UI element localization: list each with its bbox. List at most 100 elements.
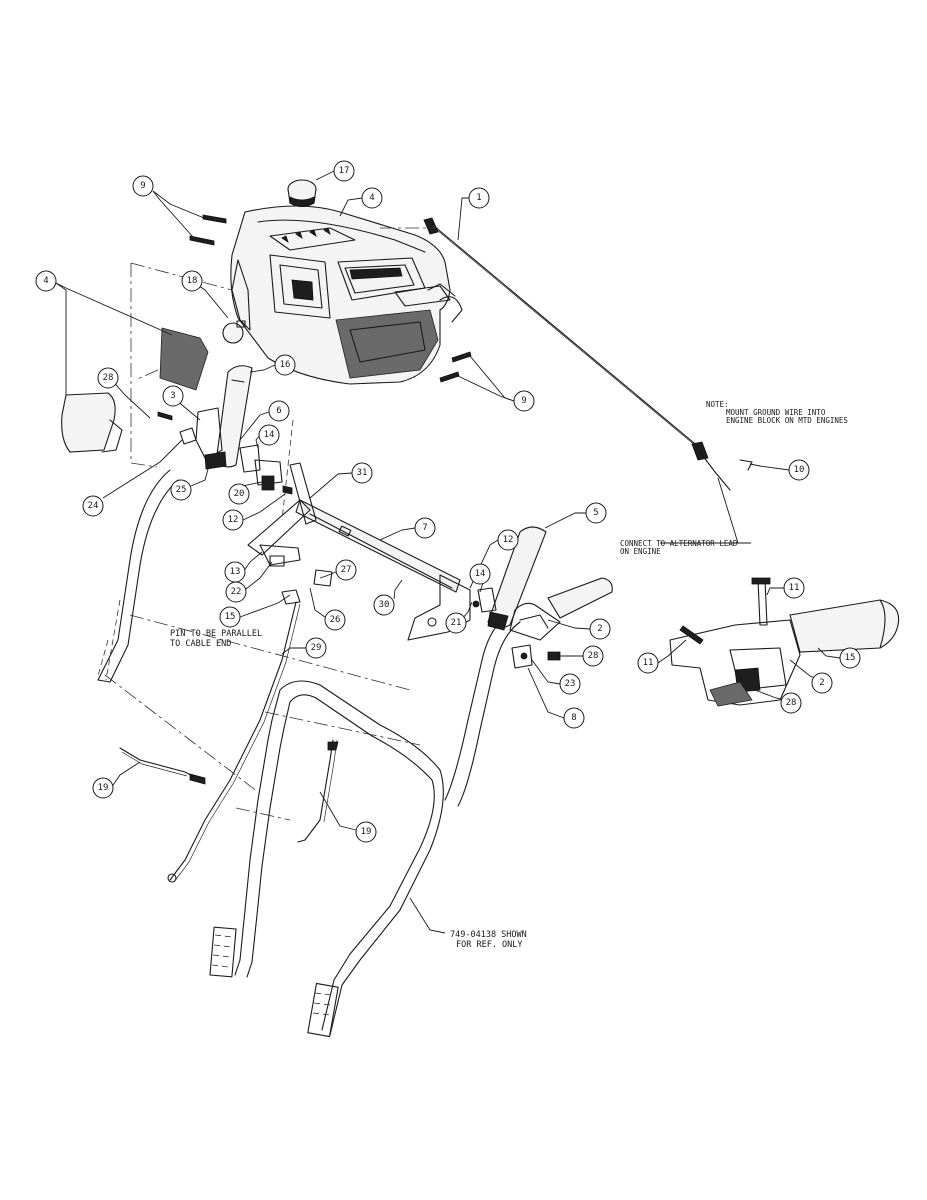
callout-28-left: 28 [97,367,119,389]
cables-and-rods [119,555,339,883]
knob-part-17 [287,179,317,208]
text-notes: NOTE: MOUNT GROUND WIRE INTO ENGINE BLOC… [170,400,848,950]
callout-22: 22 [225,581,247,603]
right-handle-grip [509,577,613,669]
shroud-panel [61,327,209,453]
pin-note-line-2: TO CABLE END [170,639,231,649]
callout-22-label: 22 [231,587,242,597]
callout-9-lower: 9 [513,390,535,412]
ref-note-line-2: FOR REF. ONLY [456,940,523,950]
callout-21-label: 21 [451,618,462,628]
callout-10: 10 [788,459,810,481]
callout-19-right-label: 19 [361,827,372,837]
callout-14-right: 14 [469,563,491,585]
note-line-2: ENGINE BLOCK ON MTD ENGINES [726,416,848,425]
callout-19-left: 19 [92,777,114,799]
callout-2-main-label: 2 [597,624,602,634]
callout-8-label: 8 [571,713,576,723]
callout-16-label: 16 [280,360,291,370]
callout-25-label: 25 [176,485,187,495]
callout-4-upper-label: 4 [369,193,374,203]
callout-6: 6 [268,400,290,422]
callouts-layer: 17 4 1 9 4 18 16 28 3 6 14 9 10 31 25 20… [35,160,861,843]
callout-13-label: 13 [230,567,241,577]
callout-11-upper: 11 [783,577,805,599]
callout-27-label: 27 [341,565,352,575]
callout-24: 24 [82,495,104,517]
callout-28-main: 28 [582,645,604,667]
callout-14-left-label: 14 [264,430,275,440]
handle-frame [97,469,521,1038]
screws-part-9-upper [189,214,227,246]
callout-11-upper-label: 11 [789,583,800,593]
control-bar [247,462,471,641]
left-grip-assembly [157,365,293,495]
callout-14-left: 14 [258,424,280,446]
callout-20-label: 20 [234,489,245,499]
inset-grip-detail [669,577,900,707]
callout-11-lower: 11 [637,652,659,674]
callout-4-upper: 4 [361,187,383,209]
callout-4-left: 4 [35,270,57,292]
callout-16: 16 [274,354,296,376]
callout-28-main-label: 28 [588,651,599,661]
callout-23-label: 23 [565,679,576,689]
alternator-note-line-1: CONNECT TO ALTERNATOR LEAD [620,539,738,548]
callout-10-label: 10 [794,465,805,475]
callout-12-left: 12 [222,509,244,531]
callout-15-inset: 15 [839,647,861,669]
callout-29: 29 [305,637,327,659]
callout-6-label: 6 [276,406,281,416]
callout-15-left: 15 [219,606,241,628]
callout-29-label: 29 [311,643,322,653]
note-heading: NOTE: [706,400,729,409]
callout-5-label: 5 [593,508,598,518]
right-grip-part-5 [472,526,547,631]
callout-2-main: 2 [589,618,611,640]
callout-26-label: 26 [330,615,341,625]
callout-12-right: 12 [497,529,519,551]
callout-9-upper: 9 [132,175,154,197]
callout-30: 30 [373,594,395,616]
callout-24-label: 24 [88,501,99,511]
callout-9-lower-label: 9 [521,396,526,406]
callout-28-inset: 28 [780,692,802,714]
callout-17: 17 [333,160,355,182]
callout-28-left-label: 28 [103,373,114,383]
leader-lines [55,170,841,934]
callout-7-label: 7 [422,523,427,533]
callout-23: 23 [559,673,581,695]
ref-note-line-1: 749-04138 SHOWN [450,930,527,940]
callout-19-left-label: 19 [98,783,109,793]
callout-18-label: 18 [187,276,198,286]
note-line-1: MOUNT GROUND WIRE INTO [726,408,826,417]
callout-3: 3 [162,385,184,407]
callout-19-right: 19 [355,821,377,843]
callout-14-right-label: 14 [475,569,486,579]
callout-27: 27 [335,559,357,581]
callout-15-inset-label: 15 [845,653,856,663]
callout-8: 8 [563,707,585,729]
callout-2-inset: 2 [811,672,833,694]
callout-17-label: 17 [339,166,350,176]
callout-4-left-label: 4 [43,276,48,286]
centerlines [104,227,438,821]
pin-note-line-1: PIN TO BE PARALLEL [170,629,262,639]
callout-9-upper-label: 9 [140,181,145,191]
callout-26: 26 [324,609,346,631]
dash-console [230,205,463,385]
callout-12-left-label: 12 [228,515,239,525]
callout-28-inset-label: 28 [786,698,797,708]
callout-31-label: 31 [357,468,368,478]
callout-2-inset-label: 2 [819,678,824,688]
callout-5: 5 [585,502,607,524]
ground-cable-part-1 [423,217,753,491]
screws-part-9-lower [439,351,472,383]
alternator-note-line-2: ON ENGINE [620,547,661,556]
callout-25: 25 [170,479,192,501]
callout-7: 7 [414,517,436,539]
bulb-part-18 [222,320,246,344]
callout-30-label: 30 [379,600,390,610]
panel-outline [130,262,294,521]
